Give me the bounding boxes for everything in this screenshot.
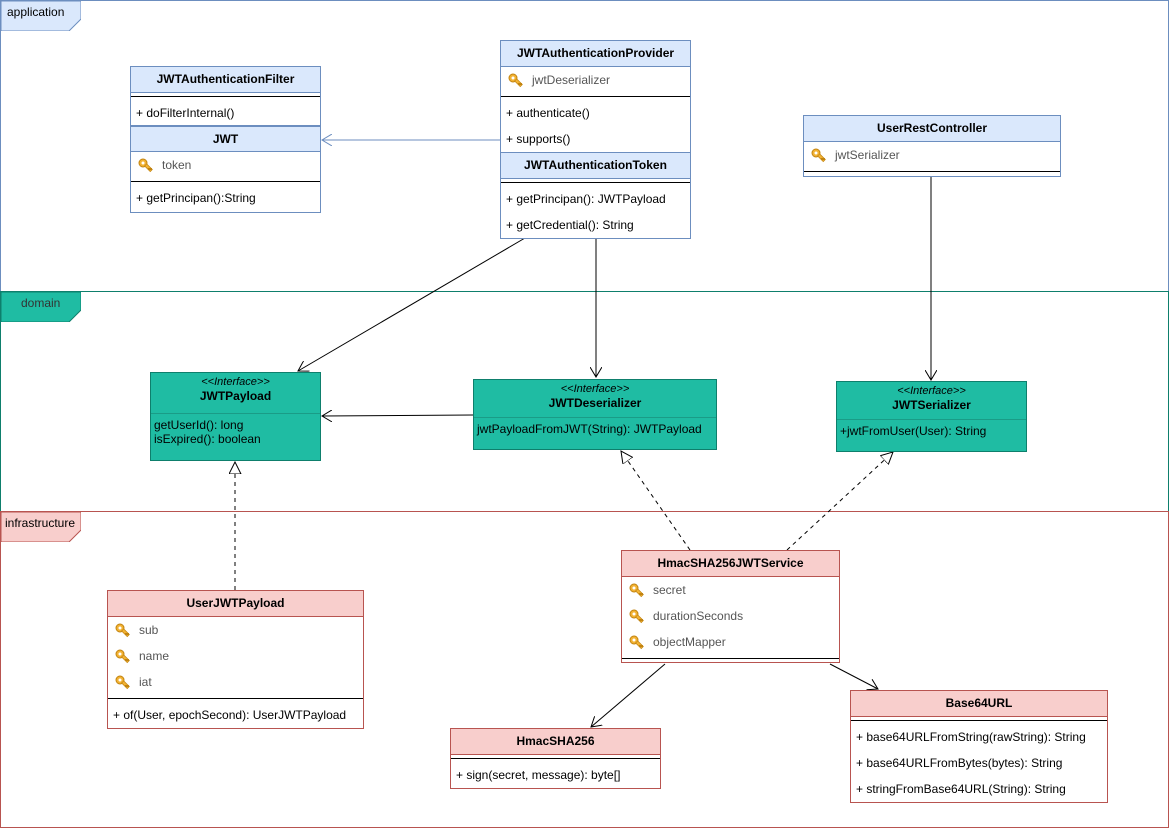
class-hmac-sha256-jwt-service[interactable]: HmacSHA256JWTService secret durationSeco…	[621, 550, 840, 663]
divider	[474, 417, 716, 418]
package-tab-shape	[1, 1, 81, 31]
package-tab-shape	[1, 512, 81, 542]
method: + authenticate()	[506, 106, 590, 120]
attribute-label: name	[139, 649, 170, 663]
class-name: JWT	[131, 126, 320, 152]
package-application-label: application	[7, 5, 65, 19]
divider	[151, 413, 320, 414]
attribute-label: secret	[653, 583, 686, 597]
attribute-label: durationSeconds	[653, 609, 744, 623]
divider	[837, 419, 1026, 420]
edge-token-to-payload	[298, 237, 526, 371]
class-name: JWTAuthenticationProvider	[501, 41, 690, 67]
class-user-jwt-payload[interactable]: UserJWTPayload sub name iat + of(User, e…	[107, 590, 364, 729]
interface-name: JWTSerializer	[892, 398, 971, 412]
attribute-label: sub	[139, 623, 159, 637]
key-icon	[138, 158, 153, 172]
divider	[501, 182, 690, 183]
method: jwtPayloadFromJWT(String): JWTPayload	[477, 422, 702, 436]
class-user-rest-controller[interactable]: UserRestController jwtSerializer	[803, 115, 1061, 177]
divider	[108, 698, 363, 699]
key-icon	[115, 623, 130, 637]
attribute-label: objectMapper	[653, 635, 726, 649]
divider	[851, 720, 1107, 721]
method: + doFilterInternal()	[136, 106, 235, 120]
class-hmac-sha256[interactable]: HmacSHA256 + sign(secret, message): byte…	[450, 728, 661, 789]
method: + getCredential(): String	[506, 218, 634, 232]
stereotype: <<Interface>>	[897, 385, 966, 397]
attribute: sub	[108, 617, 363, 643]
divider	[501, 96, 690, 97]
interface-jwt-serializer[interactable]: <<Interface>> JWTSerializer +jwtFromUser…	[836, 381, 1027, 452]
edge-service-to-hmac	[591, 663, 666, 727]
package-domain-label: domain	[21, 296, 61, 310]
attribute-label: token	[162, 158, 192, 172]
attribute-label: jwtSerializer	[835, 148, 900, 162]
package-infrastructure-tab: infrastructure	[1, 512, 81, 542]
attribute: objectMapper	[622, 629, 839, 655]
key-icon	[629, 609, 644, 623]
interface-name: JWTPayload	[199, 389, 272, 403]
class-name: JWTAuthenticationFilter	[131, 67, 320, 93]
package-infrastructure-label: infrastructure	[5, 516, 76, 530]
stereotype: <<Interface>>	[201, 376, 270, 388]
attribute-label: jwtDeserializer	[532, 73, 611, 87]
class-jwt-authentication-provider[interactable]: JWTAuthenticationProvider jwtDeserialize…	[500, 40, 691, 153]
method: + of(User, epochSecond): UserJWTPayload	[113, 708, 347, 722]
attribute: jwtSerializer	[804, 142, 1060, 168]
attribute: name	[108, 643, 363, 669]
method: + getPrincipan(): JWTPayload	[506, 192, 666, 206]
key-icon	[115, 649, 130, 663]
method: + supports()	[506, 132, 571, 146]
class-jwt-authentication-token[interactable]: JWTAuthenticationToken + getPrincipan():…	[500, 152, 691, 239]
attribute: durationSeconds	[622, 603, 839, 629]
interface-jwt-payload[interactable]: <<Interface>> JWTPayload getUserId(): lo…	[150, 372, 321, 461]
class-jwt[interactable]: JWT token + getPrincipan():String	[130, 126, 321, 213]
divider	[131, 181, 320, 182]
interface-name: JWTDeserializer	[548, 396, 642, 410]
key-icon	[811, 148, 826, 162]
method: isExpired(): boolean	[154, 432, 261, 446]
method: + sign(secret, message): byte[]	[456, 768, 621, 782]
edge-deserializer-to-payload	[322, 415, 474, 416]
class-name: UserJWTPayload	[108, 591, 363, 617]
attribute: secret	[622, 577, 839, 603]
class-jwt-authentication-filter[interactable]: JWTAuthenticationFilter + doFilterIntern…	[130, 66, 321, 126]
package-application-tab: application	[1, 1, 81, 31]
attribute: jwtDeserializer	[501, 67, 690, 93]
key-icon	[629, 635, 644, 649]
package-tab-shape	[1, 292, 81, 322]
method: + getPrincipan():String	[136, 191, 256, 205]
divider	[622, 658, 839, 659]
class-name: UserRestController	[804, 116, 1060, 142]
key-icon	[115, 675, 130, 689]
edge-service-realizes-deserializer	[621, 451, 691, 551]
edge-service-realizes-serializer	[786, 452, 893, 551]
interface-jwt-deserializer[interactable]: <<Interface>> JWTDeserializer jwtPayload…	[473, 379, 717, 450]
method: + stringFromBase64URL(String): String	[856, 782, 1066, 796]
attribute-label: iat	[139, 675, 152, 689]
package-domain-tab: domain	[1, 292, 81, 322]
class-base64url[interactable]: Base64URL + base64URLFromString(rawStrin…	[850, 690, 1108, 803]
key-icon	[508, 73, 523, 87]
attribute: token	[131, 152, 320, 178]
key-icon	[629, 583, 644, 597]
method: +jwtFromUser(User): String	[840, 424, 987, 438]
method: getUserId(): long	[154, 418, 244, 432]
edge-service-to-base64	[829, 663, 878, 689]
divider	[804, 171, 1060, 172]
divider	[131, 96, 320, 97]
method: + base64URLFromBytes(bytes): String	[856, 756, 1063, 770]
class-name: HmacSHA256JWTService	[622, 551, 839, 577]
class-name: HmacSHA256	[451, 729, 660, 755]
class-name: Base64URL	[851, 691, 1107, 717]
stereotype: <<Interface>>	[560, 383, 630, 395]
attribute: iat	[108, 669, 363, 695]
method: + base64URLFromString(rawString): String	[856, 730, 1086, 744]
class-name: JWTAuthenticationToken	[501, 153, 690, 179]
divider	[451, 758, 660, 759]
